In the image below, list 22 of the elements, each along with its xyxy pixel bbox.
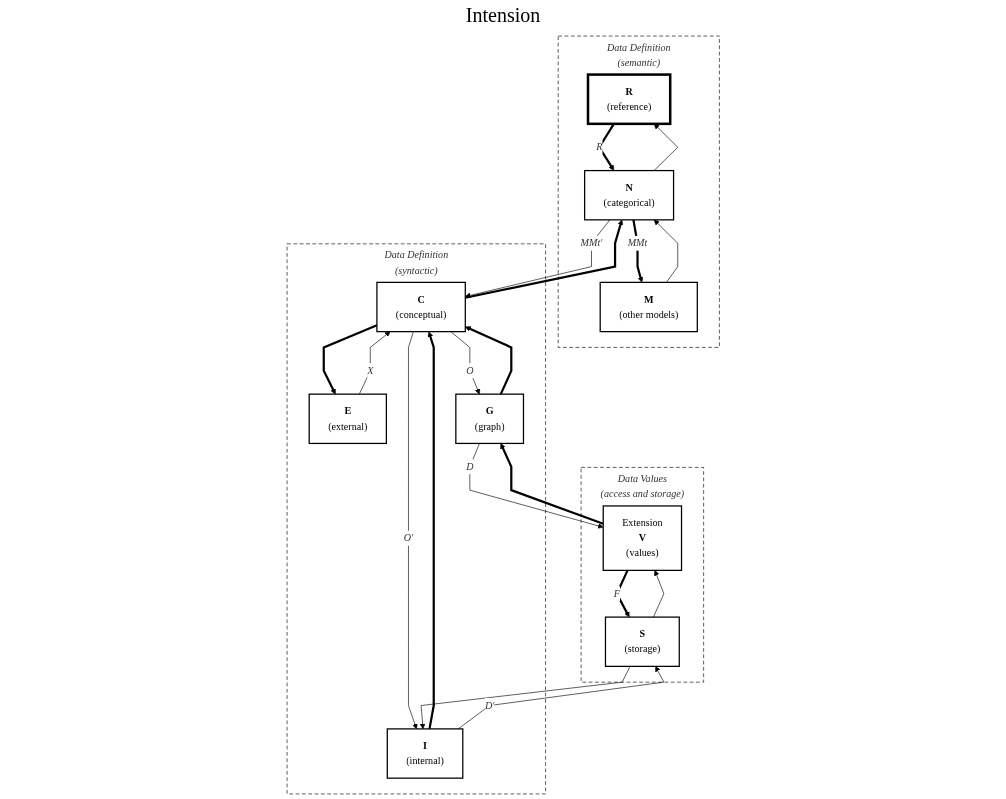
node-box: M (other models)	[599, 281, 698, 333]
node-box: C (conceptual)	[376, 281, 466, 333]
node-box: N (categorical)	[583, 169, 674, 221]
edge-label: R	[596, 141, 603, 153]
edge-label: F	[613, 588, 620, 599]
edge-label: MMt	[627, 237, 648, 249]
node-box: I (internal)	[386, 728, 464, 779]
edge-label: O′	[403, 532, 413, 544]
node-box: E (external)	[308, 393, 387, 445]
edge-label: MMt′	[580, 237, 603, 249]
arrow	[464, 326, 513, 395]
edge-label: X	[366, 365, 374, 376]
node-box: R (reference)	[586, 73, 672, 126]
edge-label: O	[465, 365, 474, 376]
arrow	[615, 569, 630, 618]
note-label: Intension	[465, 4, 541, 26]
edge-label: D	[465, 461, 474, 472]
edge-label: D′	[484, 699, 495, 711]
node-box: G (graph)	[454, 393, 524, 445]
node-box: Extension V (values)	[602, 505, 682, 571]
arrow	[427, 331, 435, 730]
node-box: S (storage)	[604, 616, 680, 667]
